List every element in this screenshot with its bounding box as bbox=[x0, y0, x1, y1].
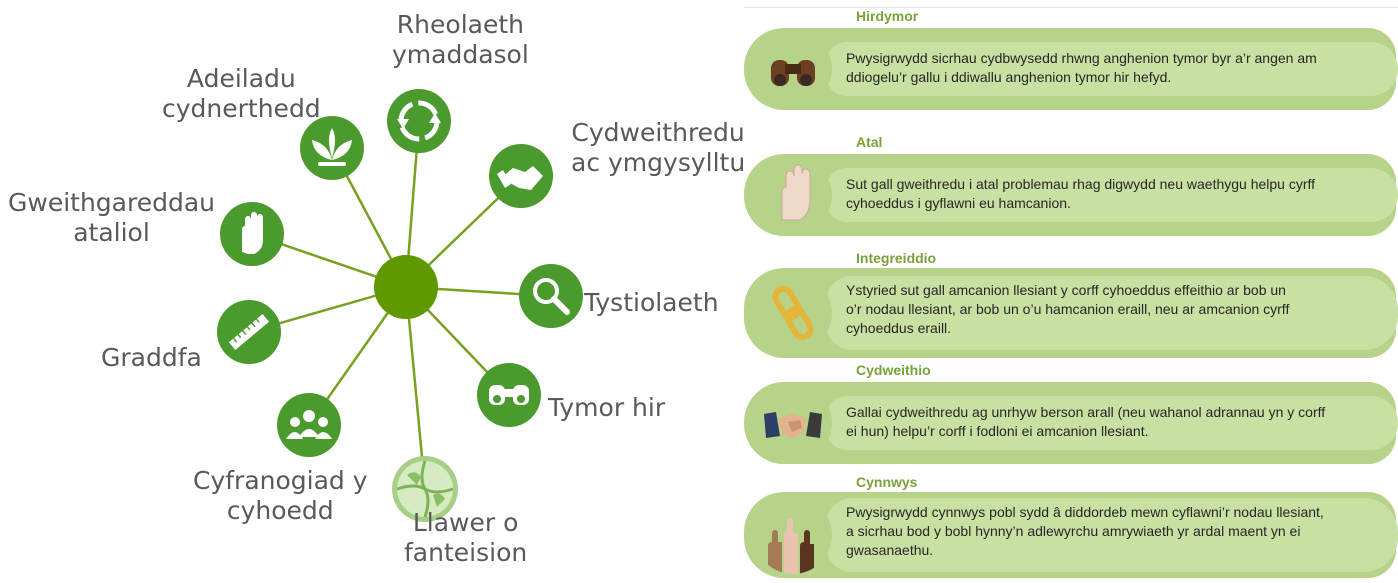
principle-icon-circle bbox=[754, 384, 832, 462]
chain-link-icon bbox=[772, 285, 814, 341]
principle-cynnwys: Cynnwys Pwysigrwydd cynnwys pobl sydd â … bbox=[744, 474, 1398, 578]
handshake-icon bbox=[489, 144, 553, 208]
recycle-arrows-icon bbox=[387, 89, 451, 153]
binoculars-icon bbox=[771, 60, 815, 86]
principle-icon-circle bbox=[754, 274, 832, 352]
principle-integreiddio: Integreiddio Ystyried sut gall amcanion … bbox=[744, 250, 1398, 365]
principle-icon-circle bbox=[754, 156, 832, 234]
ruler-icon bbox=[217, 300, 281, 364]
principle-text: Pwysigrwydd sicrhau cydbwysedd rhwng ang… bbox=[826, 42, 1398, 96]
magnifier-icon bbox=[519, 264, 583, 328]
spoke-line-llawer bbox=[404, 286, 427, 490]
principle-title: Atal bbox=[856, 134, 883, 150]
principles-panel: Hirdymor Pwysigrwydd sicrhau cydbwysedd … bbox=[744, 0, 1398, 578]
principle-icon-circle bbox=[754, 496, 832, 574]
label-tymor-hir: Tymor hir bbox=[548, 393, 666, 422]
principle-text: Ystyried sut gall amcanion llesiant y co… bbox=[826, 276, 1398, 350]
seedling-icon bbox=[300, 116, 364, 180]
top-rule bbox=[744, 7, 1398, 8]
handshake-icon bbox=[764, 412, 822, 438]
principle-hirdymor: Hirdymor Pwysigrwydd sicrhau cydbwysedd … bbox=[744, 8, 1398, 120]
radial-diagram-canvas bbox=[217, 89, 583, 522]
globe-puzzle-icon bbox=[392, 456, 458, 522]
principle-title: Integreiddio bbox=[856, 250, 937, 266]
label-graddfa: Graddfa bbox=[101, 343, 202, 372]
raised-hand-icon bbox=[220, 202, 284, 266]
label-tystiolaeth: Tystiolaeth bbox=[584, 288, 719, 317]
principle-text: Sut gall gweithredu i atal problemau rha… bbox=[826, 168, 1398, 222]
raised-hand-icon bbox=[781, 164, 811, 221]
principle-title: Hirdymor bbox=[856, 8, 919, 24]
principle-cydweithio: Cydweithio Gallai cydweithredu ag unrhyw… bbox=[744, 362, 1398, 474]
people-group-icon bbox=[277, 393, 341, 457]
principle-icon-circle bbox=[754, 30, 832, 108]
binoculars-icon bbox=[477, 363, 541, 427]
raised-hands-icon bbox=[768, 518, 814, 574]
principle-text: Gallai cydweithredu ag unrhyw berson ara… bbox=[826, 396, 1398, 450]
principle-title: Cynnwys bbox=[856, 474, 918, 490]
principle-text: Pwysigrwydd cynnwys pobl sydd â diddorde… bbox=[826, 498, 1398, 572]
principle-title: Cydweithio bbox=[856, 362, 931, 378]
principle-atal: Atal Sut gall gweithredu i atal problema… bbox=[744, 134, 1398, 246]
center-hub bbox=[374, 255, 438, 319]
